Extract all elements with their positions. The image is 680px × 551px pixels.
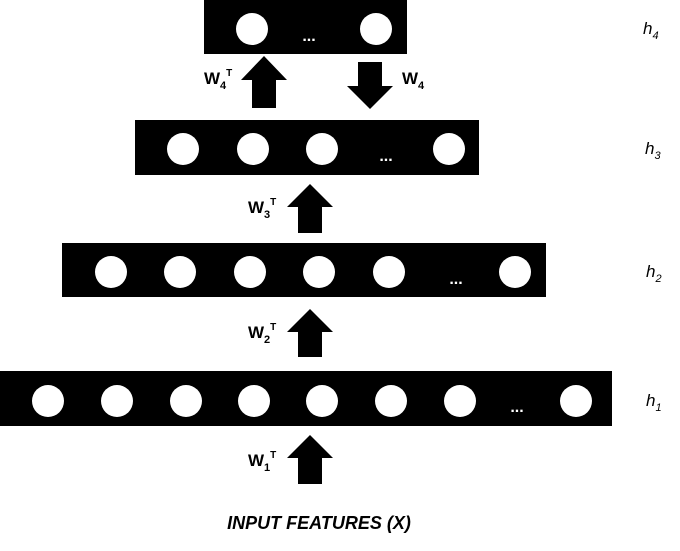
unit-node — [560, 385, 592, 417]
up-arrow-w4t — [241, 56, 287, 108]
unit-node — [167, 133, 199, 165]
unit-node — [238, 385, 270, 417]
unit-node — [164, 256, 196, 288]
weight-label-w4: W4 — [402, 69, 425, 92]
input-features-label: INPUT FEATURES (X) — [227, 513, 411, 533]
unit-node — [237, 133, 269, 165]
unit-node — [95, 256, 127, 288]
layer-h4-label: h4 — [643, 19, 659, 42]
weight-label-w4t: W4T — [204, 68, 232, 92]
up-arrow-w1t — [287, 435, 333, 484]
layer-h3-ellipsis: ... — [379, 148, 392, 165]
unit-node — [101, 385, 133, 417]
weight-label-w2t: W2T — [248, 322, 276, 346]
layer-h4: ... — [204, 0, 407, 54]
unit-node — [303, 256, 335, 288]
layer-h2-ellipsis: ... — [449, 271, 462, 288]
layer-h2-label: h2 — [646, 262, 662, 285]
layer-h3: ... — [135, 120, 479, 175]
unit-node — [499, 256, 531, 288]
weight-label-w1t: W1T — [248, 450, 276, 474]
unit-node — [433, 133, 465, 165]
layer-h1-ellipsis: ... — [510, 399, 523, 416]
unit-node — [373, 256, 405, 288]
up-arrow-w2t — [287, 309, 333, 357]
unit-node — [375, 385, 407, 417]
layer-h1: ... — [0, 371, 612, 426]
unit-node — [236, 13, 268, 45]
down-arrow-w4 — [347, 62, 393, 109]
unit-node — [444, 385, 476, 417]
unit-node — [306, 133, 338, 165]
unit-node — [32, 385, 64, 417]
unit-node — [170, 385, 202, 417]
layer-h4-ellipsis: ... — [302, 28, 315, 45]
unit-node — [306, 385, 338, 417]
unit-node — [360, 13, 392, 45]
layer-h1-label: h1 — [646, 391, 662, 414]
layer-h3-label: h3 — [645, 139, 661, 162]
weight-label-w3t: W3T — [248, 197, 276, 221]
up-arrow-w3t — [287, 184, 333, 233]
layer-h2: ... — [62, 243, 546, 297]
unit-node — [234, 256, 266, 288]
